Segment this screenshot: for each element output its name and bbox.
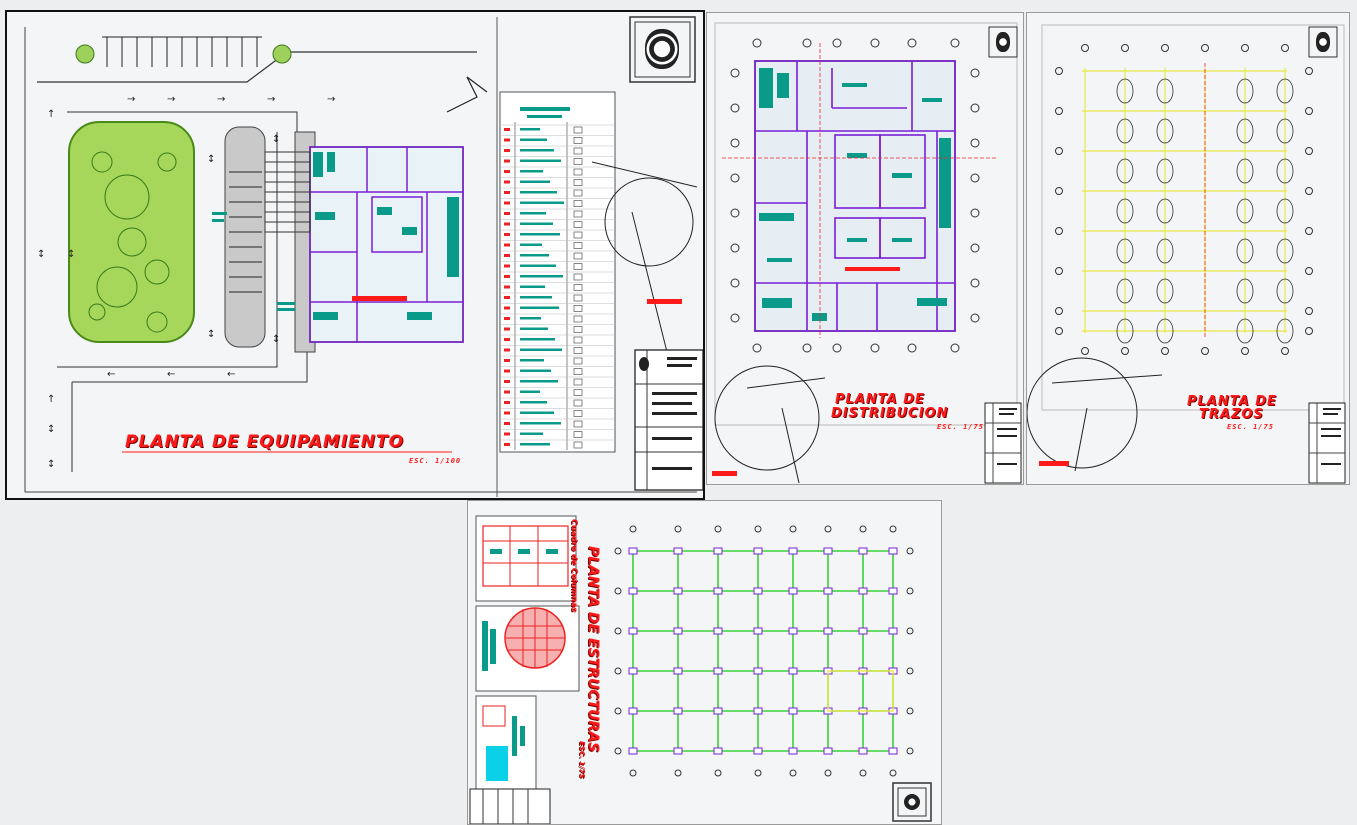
svg-text:↕: ↕ xyxy=(47,424,55,435)
title-block-seal-icon xyxy=(639,357,649,371)
svg-text:←: ← xyxy=(227,369,235,380)
detail-label-cuadro-columnas: Cuadro de Columnas xyxy=(570,519,579,612)
svg-text:→: → xyxy=(167,94,175,105)
equipamiento-drawing: ↑ ↕ ↕ ↑ ↕ ↕ → → → → → ← ← ← ↕ ↕ ↕ ↕ xyxy=(24,16,703,497)
sheet-scale-distribucion: ESC. 1/75 xyxy=(937,423,984,431)
sheet-title-distribucion-line2: DISTRIBUCION xyxy=(831,406,949,421)
svg-text:→: → xyxy=(267,94,275,105)
seal-icon xyxy=(1316,32,1330,52)
seal-icon xyxy=(645,29,679,69)
sheet-scale-equipamiento: ESC. 1/100 xyxy=(409,457,462,465)
svg-text:→: → xyxy=(217,94,225,105)
svg-text:←: ← xyxy=(107,369,115,380)
svg-text:↕: ↕ xyxy=(207,329,215,340)
sheet-title-distribucion-line1: PLANTA DE xyxy=(835,392,925,407)
sheet-planta-distribucion[interactable]: PLANTA DE DISTRIBUCION ESC. 1/75 xyxy=(706,12,1024,485)
seal-icon xyxy=(904,794,920,810)
sheet-planta-trazos[interactable]: PLANTA DE TRAZOS ESC. 1/75 xyxy=(1026,12,1350,485)
sheet-title-trazos-line2: TRAZOS xyxy=(1199,407,1264,422)
svg-text:↕: ↕ xyxy=(272,334,280,345)
svg-text:↑: ↑ xyxy=(47,109,55,120)
sheet-title-equipamiento: PLANTA DE EQUIPAMIENTO xyxy=(125,432,405,452)
trazos-drawing xyxy=(1027,24,1346,484)
svg-text:↑: ↑ xyxy=(47,394,55,405)
sheet-title-trazos-line1: PLANTA DE xyxy=(1187,394,1277,409)
seal-icon xyxy=(996,32,1010,52)
svg-text:←: ← xyxy=(167,369,175,380)
svg-text:→: → xyxy=(127,94,135,105)
svg-text:↕: ↕ xyxy=(37,249,45,260)
estructuras-drawing xyxy=(469,515,932,824)
sheet-title-estructuras: PLANTA DE ESTRUCTURAS xyxy=(585,546,601,753)
svg-text:↕: ↕ xyxy=(272,134,280,145)
sheet-planta-estructuras[interactable]: PLANTA DE ESTRUCTURAS ESC. 1/75 Cuadro d… xyxy=(467,500,942,825)
svg-text:↕: ↕ xyxy=(47,459,55,470)
distribucion-drawing xyxy=(712,22,1022,484)
svg-text:↕: ↕ xyxy=(207,154,215,165)
svg-text:→: → xyxy=(327,94,335,105)
sheet-planta-equipamiento[interactable]: ↑↕↕ ↑↕↕ →→→→→ ←←← ↕↕ ↕↕ PLANT xyxy=(5,10,705,500)
sheet-scale-estructuras: ESC. 1/75 xyxy=(578,741,586,779)
sheet-scale-trazos: ESC. 1/75 xyxy=(1227,423,1274,431)
svg-text:↕: ↕ xyxy=(67,249,75,260)
